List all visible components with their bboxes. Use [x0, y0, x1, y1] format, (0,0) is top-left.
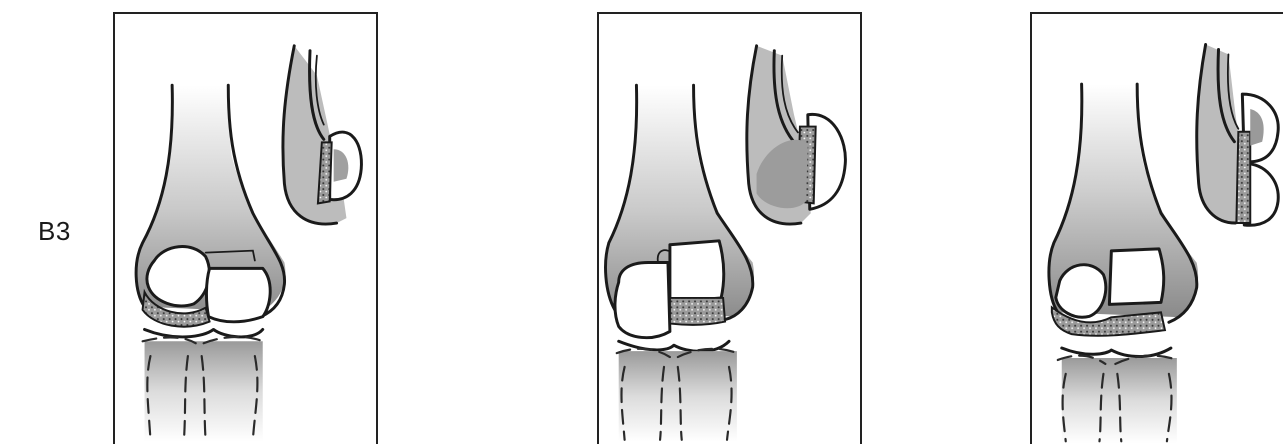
knee-diagram-right — [1032, 14, 1283, 444]
knee-diagram-middle — [599, 14, 860, 444]
knee-diagram-left — [115, 14, 376, 444]
panel-right — [1030, 12, 1283, 444]
panel-left — [113, 12, 378, 444]
panel-middle — [597, 12, 862, 444]
classification-label: B3 — [38, 216, 71, 247]
